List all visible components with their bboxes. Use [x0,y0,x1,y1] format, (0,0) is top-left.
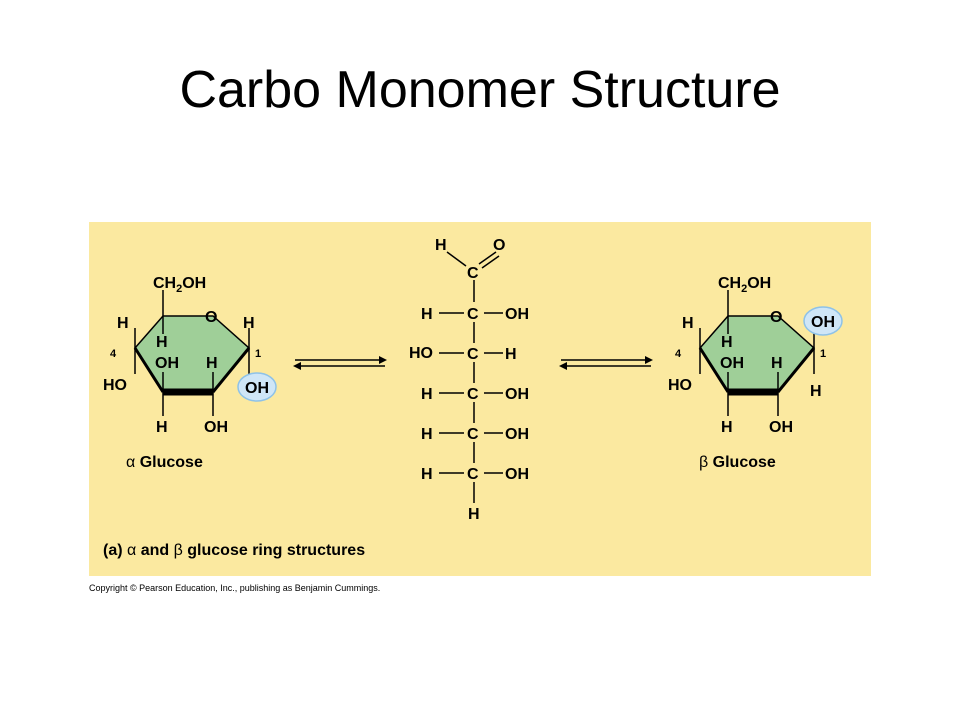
svg-text:C: C [467,466,479,483]
alpha-caption: α Glucose [126,454,203,471]
alpha-h-bottom: H [156,419,168,436]
svg-text:C: C [467,306,479,323]
beta-ch2oh-label: CH2OH [718,275,771,295]
alpha-ring-right-bond [211,347,251,393]
beta-c4-label: 4 [675,348,682,360]
svg-text:C: C [467,426,479,443]
svg-text:H: H [421,306,433,323]
beta-oh-inner: OH [720,355,744,372]
svg-text:C: C [467,386,479,403]
beta-c1-label: 1 [820,348,826,360]
beta-h-right: H [810,383,822,400]
svg-text:OH: OH [505,466,529,483]
alpha-h-inner-right: H [206,355,218,372]
beta-anomeric-highlight [803,306,843,336]
alpha-ch2oh-label: CH2OH [153,275,206,295]
slide-title: Carbo Monomer Structure [179,61,781,119]
svg-text:OH: OH [505,386,529,403]
svg-text:OH: OH [505,306,529,323]
svg-text:H: H [421,386,433,403]
svg-text:H: H [505,346,517,363]
beta-h-inner: H [721,334,733,351]
alpha-ho-left: HO [103,377,127,394]
svg-text:H: H [421,466,433,483]
beta-ring-left-bond [698,347,730,393]
beta-h-inner-right: H [771,355,783,372]
alpha-h-inner: H [156,334,168,351]
beta-ring-oxygen: O [770,309,782,326]
linear-row: H C OH [421,426,529,443]
beta-oh-bottom: OH [769,419,793,436]
linear-bottom-h: H [468,506,480,523]
beta-ho-left: HO [668,377,692,394]
linear-glucose: H O C H C OH HO C H H C OH [409,237,529,523]
alpha-oh-inner: OH [155,355,179,372]
beta-h-topleft: H [682,315,694,332]
panel-background [89,222,871,576]
linear-c1: C [467,265,479,282]
alpha-anomeric-oh: OH [245,380,269,397]
linear-row: H C OH [421,466,529,483]
linear-row: H C OH [421,306,529,323]
alpha-c1-label: 1 [255,348,261,360]
alpha-ring-left-bond [133,347,165,393]
linear-row: HO C H [409,345,517,363]
svg-text:HO: HO [409,345,433,362]
equilibrium-arrows-right [559,356,653,370]
linear-top-h: H [435,237,447,254]
alpha-c4-label: 4 [110,348,117,360]
beta-anomeric-oh: OH [811,314,835,331]
alpha-glucose: CH2OH O H H 4 1 H OH H HO OH H OH α Gluc… [103,275,277,471]
beta-h-bottom: H [721,419,733,436]
alpha-anomeric-highlight [237,372,277,402]
linear-row: H C OH [421,386,529,403]
copyright-notice: Copyright © Pearson Education, Inc., pub… [89,583,381,593]
linear-top-o: O [493,237,505,254]
alpha-h-topleft: H [117,315,129,332]
beta-glucose: CH2OH O H OH 4 1 H OH H HO H H OH β Gluc… [668,275,843,471]
svg-text:H: H [421,426,433,443]
beta-caption: β Glucose [699,454,776,471]
beta-ring-right-bond [776,347,816,393]
figure-caption: (a) α and β glucose ring structures [103,542,365,559]
svg-text:OH: OH [505,426,529,443]
alpha-ring-oxygen: O [205,309,217,326]
glucose-diagram-panel: CH2OH O H H 4 1 H OH H HO OH H OH α Gluc… [89,222,871,576]
alpha-oh-bottom: OH [204,419,228,436]
equilibrium-arrows-left [293,356,387,370]
svg-text:C: C [467,346,479,363]
alpha-h-topright: H [243,315,255,332]
